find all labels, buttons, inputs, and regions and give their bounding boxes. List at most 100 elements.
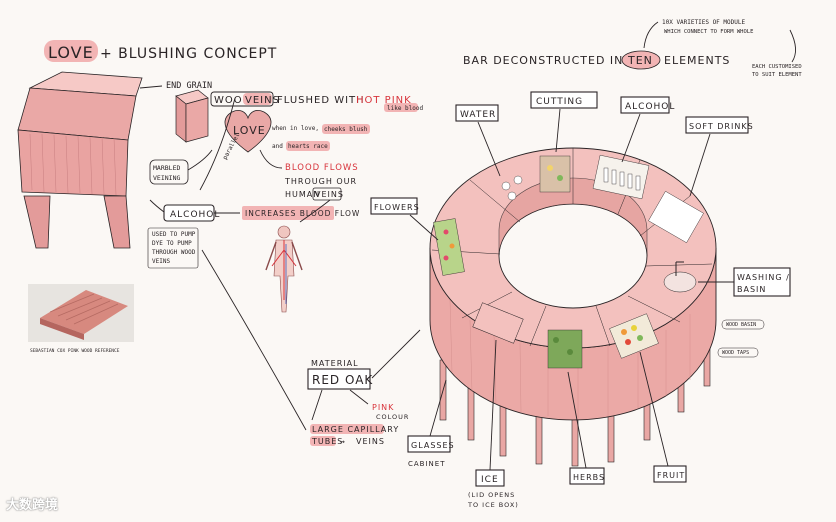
tubes-arrow: ⇝ [340, 437, 345, 446]
soft-drinks-module [648, 191, 704, 243]
herbs-box [569, 467, 605, 485]
herbs-label: HERBS [573, 473, 605, 482]
ten-highlight [621, 50, 661, 70]
veins2-label: VEINS [315, 190, 344, 199]
water-module [501, 175, 523, 201]
alcohol-label: ALCOHOL [170, 210, 220, 220]
love-highlight [44, 40, 98, 62]
watermark: 大数跨境 [6, 498, 59, 513]
ten-label: TEN [627, 54, 653, 67]
heart-love-label: LOVE [233, 124, 266, 137]
wood-veins-box [210, 91, 274, 107]
flowers-arrow [409, 214, 439, 241]
bar-title-post: ELEMENTS [664, 54, 730, 67]
veins-to-alcohol-arrow [199, 97, 236, 191]
glasses-arrow [429, 379, 447, 437]
when-in-love: when in love, [272, 125, 319, 132]
washing-2: BASIN [737, 285, 766, 294]
alcohol-right-arrow [621, 113, 641, 163]
title-concept: + BLUSHING CONCEPT [100, 46, 277, 62]
wood-label: WOOD [214, 95, 251, 106]
oak-to-bar-arrow [371, 329, 421, 379]
pump-4: VEINS [152, 258, 170, 265]
capillary-1: LARGE CAPILLARY [312, 425, 399, 434]
end-grain-block [175, 89, 209, 143]
pump-1: USED TO PUMP [152, 231, 196, 238]
red-oak-box [307, 368, 371, 390]
cheeks-blush: cheeks blush [324, 126, 368, 133]
soft-drinks-arrow [689, 133, 711, 197]
marbled-2: VEINING [153, 174, 180, 182]
customised-arrow [789, 29, 796, 63]
tubes-label: TUBES [311, 437, 343, 446]
like-blood-highlight [384, 103, 418, 112]
varieties-2: WHICH CONNECT TO FORM WHOLE [664, 29, 753, 35]
wood-taps-label: WOOD TAPS [722, 350, 749, 356]
herbs-arrow [567, 371, 587, 469]
blood-flows: BLOOD FLOWS [285, 163, 359, 173]
ring-bar [429, 147, 717, 467]
hearts-race: hearts race [288, 143, 328, 150]
ice-sub-2: TO ICE BOX) [467, 501, 519, 509]
colour-label: COLOUR [376, 413, 409, 421]
cutting-arrow [555, 108, 561, 153]
washing-1: WASHING / [737, 273, 790, 282]
wood-basin-box [721, 319, 765, 330]
cheeks-highlight [322, 124, 370, 134]
varieties-arrow [643, 21, 659, 49]
through-our: THROUGH OUR [284, 177, 357, 186]
fruit-box [653, 465, 687, 483]
ice-sub-1: (LID OPENS [468, 491, 515, 499]
glasses-box [407, 435, 451, 453]
oak-to-pink-arrow [349, 389, 369, 405]
pink-wood-photo [40, 290, 128, 340]
flowers-box [370, 197, 418, 215]
end-grain-label: END GRAIN [166, 81, 212, 91]
cutting-label: CUTTING [536, 97, 583, 107]
pink-label: PINK [372, 403, 394, 412]
fruit-arrow [639, 351, 669, 467]
veins2-box [312, 187, 342, 201]
washing-module [663, 261, 697, 293]
title-love: LOVE [48, 43, 94, 62]
heart-shape [224, 110, 272, 153]
end-grain-arrow [139, 85, 163, 89]
glasses-label: GLASSES [411, 441, 455, 450]
marbled-1: MARBLED [153, 164, 180, 172]
veins-to-figure-arrow [299, 199, 331, 223]
ice-arrow [489, 339, 497, 471]
flowers-module [433, 218, 465, 276]
marbled-to-alcohol [149, 199, 165, 213]
tubes-highlight [310, 436, 336, 446]
alcohol-right-label: ALCOHOL [625, 102, 675, 112]
and-label: and [272, 143, 283, 150]
blood-flow-highlight [242, 206, 334, 220]
fruit-module [609, 313, 659, 359]
varieties-1: 10X VARIETIES OF MODULE [662, 19, 745, 26]
wood-basin-label: WOOD BASIN [726, 322, 756, 328]
alcohol-module [592, 154, 650, 200]
veins3-label: VEINS [356, 437, 385, 446]
cabinet-label: CABINET [408, 460, 445, 468]
flowers-label: FLOWERS [374, 203, 420, 212]
red-oak-label: RED OAK [312, 373, 373, 387]
fruit-label: FRUIT [657, 471, 685, 480]
marbled-arrow [187, 149, 213, 171]
human-label: HUMAN [285, 190, 320, 199]
soft-drinks-label: SOFT DRINKS [689, 122, 754, 131]
marbled-box [149, 159, 189, 185]
photo-caption: SEBASTIAN COX PINK WOOD REFERENCE [30, 348, 120, 354]
capillary-highlight [310, 424, 384, 434]
hot-pink-label: HOT PINK [356, 95, 412, 106]
cutting-box [530, 91, 598, 109]
customised-1: EACH CUSTOMISED [752, 64, 802, 70]
like-blood-label: like blood [387, 105, 424, 112]
soft-drinks-box [685, 116, 749, 134]
veins-label: VEINS [245, 95, 280, 106]
stool-sketch [17, 71, 143, 249]
increases-blood-flow: INCREASES BLOOD FLOW [245, 209, 360, 218]
human-circulatory-figure [265, 225, 303, 313]
veins-highlight [243, 93, 272, 105]
